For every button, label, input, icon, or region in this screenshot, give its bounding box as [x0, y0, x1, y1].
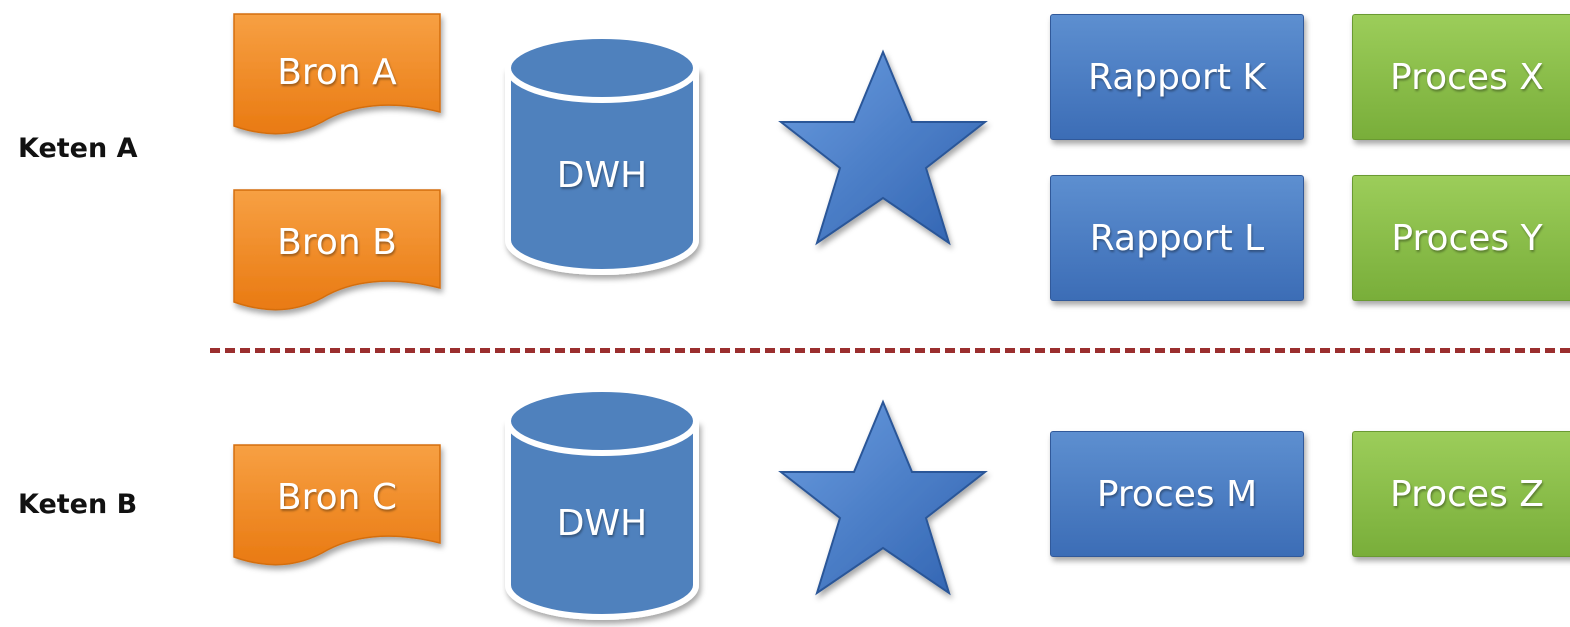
report-box-rapport-k: Rapport K: [1050, 14, 1304, 140]
process-box-proces-z: Proces Z: [1352, 431, 1570, 557]
star-icon: [778, 399, 988, 596]
process-box-proces-y: Proces Y: [1352, 175, 1570, 301]
document-shape-icon: [233, 13, 441, 135]
lane-label-keten-b: Keten B: [18, 489, 138, 520]
warehouse-label: DWH: [556, 155, 648, 196]
data-warehouse-b: DWH: [502, 383, 702, 623]
box-label: Proces Y: [1391, 217, 1543, 259]
source-document-bron-c: Bron C: [232, 443, 442, 568]
source-label: Bron A: [277, 52, 397, 93]
warehouse-label: DWH: [556, 503, 648, 544]
source-document-bron-b: Bron B: [232, 188, 442, 313]
source-label: Bron C: [276, 477, 398, 518]
document-shape-icon: [233, 189, 441, 311]
report-box-rapport-l: Rapport L: [1050, 175, 1304, 301]
source-document-bron-a: Bron A: [232, 12, 442, 137]
star-shape-b: [778, 399, 988, 596]
star-shape-a: [778, 49, 988, 246]
box-label: Proces X: [1390, 56, 1544, 98]
source-label: Bron B: [277, 222, 397, 263]
star-icon: [778, 49, 988, 246]
process-box-proces-x: Proces X: [1352, 14, 1570, 140]
box-label: Rapport K: [1088, 56, 1266, 98]
lane-divider: [210, 348, 1570, 353]
data-warehouse-a: DWH: [502, 30, 702, 278]
process-box-proces-m: Proces M: [1050, 431, 1304, 557]
lane-label-keten-a: Keten A: [18, 133, 138, 164]
cylinder-database-icon: [505, 386, 699, 620]
cylinder-database-icon: [505, 33, 699, 275]
box-label: Proces M: [1096, 473, 1258, 515]
box-label: Proces Z: [1390, 473, 1544, 515]
document-shape-icon: [233, 444, 441, 566]
box-label: Rapport L: [1089, 217, 1265, 259]
